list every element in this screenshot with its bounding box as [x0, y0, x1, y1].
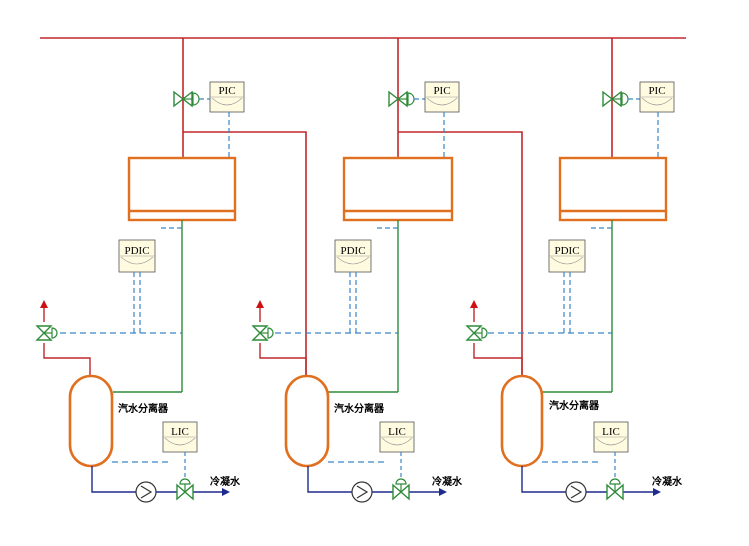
- control-valve-icon[interactable]: [388, 90, 415, 108]
- control-valve-icon[interactable]: [173, 90, 200, 108]
- outlet-label: 冷凝水: [652, 475, 683, 488]
- outlet-label: 冷凝水: [432, 475, 463, 488]
- heat-exchanger: [558, 156, 668, 222]
- lic-instrument[interactable]: LIC: [593, 421, 629, 453]
- pdic-instrument[interactable]: PDIC: [548, 239, 586, 273]
- separator-vessel: [284, 374, 330, 468]
- lic-label: LIC: [388, 426, 406, 438]
- flow-arrow-icon: [222, 488, 230, 496]
- control-valve-icon[interactable]: [606, 478, 624, 501]
- control-valve-icon[interactable]: [602, 90, 629, 108]
- pdic-label: PDIC: [554, 245, 579, 257]
- vent-arrow-icon: [470, 300, 478, 308]
- steam-branch-line: [183, 131, 307, 380]
- pump-icon[interactable]: [565, 481, 587, 503]
- pic-label: PIC: [648, 85, 665, 97]
- control-valve-icon[interactable]: [176, 478, 194, 501]
- lic-instrument[interactable]: LIC: [379, 421, 415, 453]
- separator-vessel: [68, 374, 114, 468]
- vent-arrow-icon: [40, 300, 48, 308]
- flow-arrow-icon: [653, 488, 661, 496]
- vent-arrow-icon: [256, 300, 264, 308]
- unit-2: PIC PDIC 汽水分离器: [251, 38, 523, 503]
- pdic-instrument[interactable]: PDIC: [118, 239, 156, 273]
- pdic-instrument[interactable]: PDIC: [334, 239, 372, 273]
- separator-label: 汽水分离器: [549, 399, 600, 412]
- flow-arrow-icon: [439, 488, 447, 496]
- outlet-label: 冷凝水: [210, 475, 241, 488]
- lic-label: LIC: [602, 426, 620, 438]
- separator-label: 汽水分离器: [118, 402, 169, 415]
- control-valve-icon[interactable]: [392, 478, 410, 501]
- pdic-label: PDIC: [340, 245, 365, 257]
- pump-icon[interactable]: [135, 481, 157, 503]
- pic-label: PIC: [433, 85, 450, 97]
- pump-icon[interactable]: [351, 481, 373, 503]
- lic-label: LIC: [171, 426, 189, 438]
- pic-instrument[interactable]: PIC: [424, 81, 460, 113]
- steam-branch-line: [398, 131, 523, 380]
- pdic-label: PDIC: [124, 245, 149, 257]
- heat-exchanger: [342, 156, 454, 222]
- control-valve-icon[interactable]: [465, 325, 488, 341]
- pic-label: PIC: [218, 85, 235, 97]
- control-valve-icon[interactable]: [251, 325, 274, 341]
- pic-instrument[interactable]: PIC: [209, 81, 245, 113]
- unit-3: PIC PDIC 汽水分离器: [465, 38, 683, 503]
- separator-vessel: [500, 374, 544, 468]
- control-valve-icon[interactable]: [35, 325, 58, 341]
- pic-instrument[interactable]: PIC: [639, 81, 675, 113]
- separator-label: 汽水分离器: [334, 402, 385, 415]
- heat-exchanger: [127, 156, 237, 222]
- unit-1: PIC PDIC 汽水分: [35, 38, 307, 503]
- lic-instrument[interactable]: LIC: [162, 421, 198, 453]
